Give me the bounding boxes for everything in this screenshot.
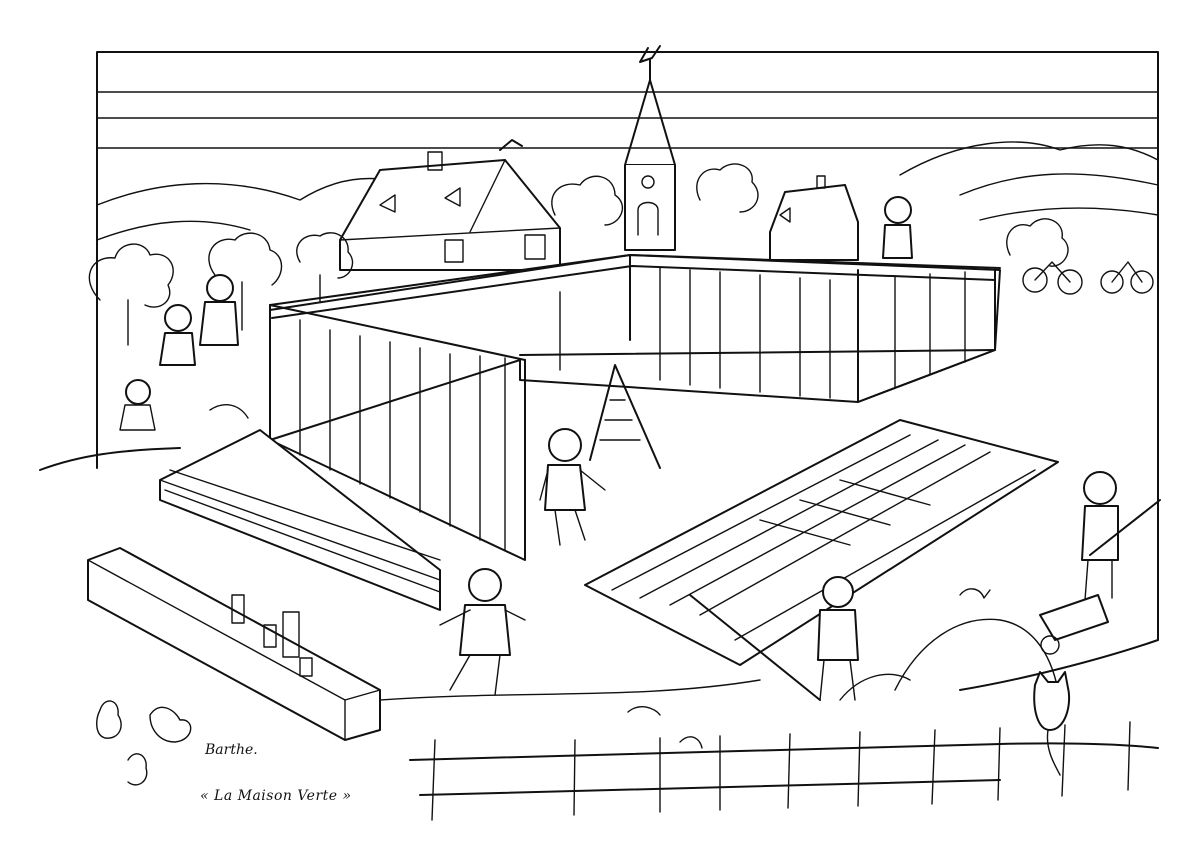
cyclists [1022, 261, 1154, 295]
children-playing [119, 274, 249, 431]
worker-with-shovel [1081, 471, 1161, 601]
house-left [339, 139, 561, 271]
worker-carrying-beam [689, 576, 859, 701]
cat [1033, 671, 1070, 776]
house-right [769, 175, 859, 261]
drawing-caption: « La Maison Verte » [200, 788, 352, 804]
timber-frame-walls [269, 254, 1001, 561]
chickens [96, 700, 192, 786]
garden-fence [409, 721, 1159, 821]
floor-panel [584, 419, 1059, 666]
church [624, 45, 676, 251]
wheelbarrow [1039, 594, 1109, 655]
workbench [87, 547, 381, 741]
artist-signature: Barthe. [205, 742, 258, 758]
worker-with-saw [439, 568, 526, 696]
birds [627, 588, 991, 749]
church-clock-icon [641, 175, 655, 189]
worker-on-frame [882, 196, 913, 259]
trees [88, 163, 1069, 346]
ground [39, 447, 1159, 701]
picture-frame [96, 51, 1159, 641]
stepladder [589, 364, 661, 469]
dirt-pile [839, 618, 1059, 701]
worker-with-hammer [539, 428, 606, 546]
lumber-stack [159, 429, 441, 611]
